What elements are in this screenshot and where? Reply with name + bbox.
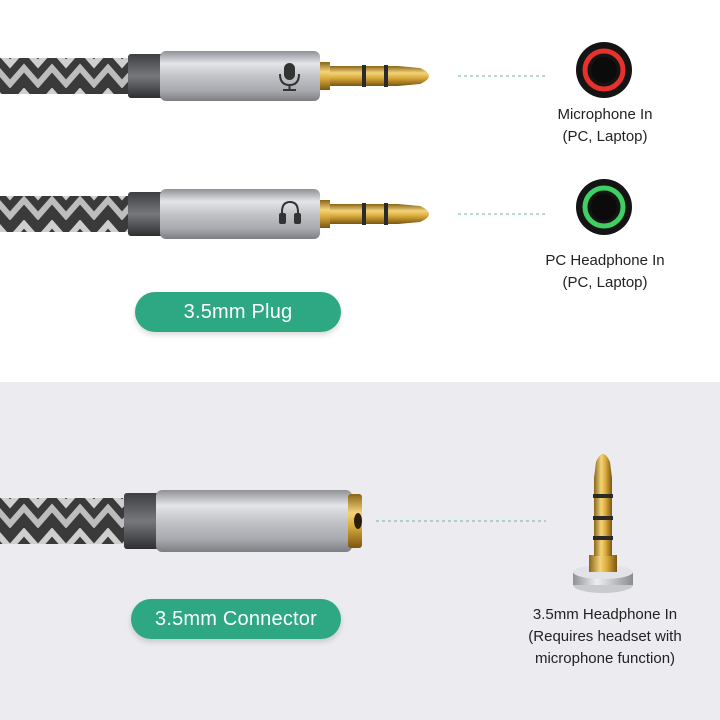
braided-cable: [0, 58, 132, 94]
headphone-in-subtitle: (PC, Laptop): [562, 274, 648, 291]
braided-cable: [0, 196, 132, 232]
connector-description-line2: (Requires headset with: [528, 628, 682, 645]
gold-plug-tip: [398, 204, 429, 224]
plug-housing: [160, 51, 320, 101]
microphone-in-subtitle: (PC, Laptop): [562, 128, 648, 145]
connector-housing: [156, 490, 352, 552]
connector-badge-label: 3.5mm Connector: [155, 607, 317, 630]
plug-housing: [160, 189, 320, 239]
headphone-in-title: PC Headphone In: [545, 252, 665, 269]
microphone-in-label: Microphone In (PC, Laptop): [520, 104, 690, 148]
microphone-in-title: Microphone In: [557, 106, 653, 123]
plug-badge-label: 3.5mm Plug: [183, 300, 293, 323]
braided-cable: [0, 498, 128, 544]
connector-description-line1: 3.5mm Headphone In: [532, 606, 678, 623]
connector-description: 3.5mm Headphone In (Requires headset wit…: [505, 604, 705, 670]
connector-badge: 3.5mm Connector: [131, 599, 341, 639]
headphone-in-label: PC Headphone In (PC, Laptop): [510, 250, 700, 294]
female-connector: [0, 490, 546, 552]
microphone-icon: [279, 63, 300, 91]
plug-badge: 3.5mm Plug: [135, 292, 341, 332]
headphone-plug: [0, 179, 632, 239]
gold-plug-tip: [398, 66, 429, 86]
connector-description-line3: microphone function): [534, 650, 676, 667]
headphone-icon: [279, 200, 301, 224]
trrs-plug-icon: [573, 454, 633, 593]
microphone-plug: [0, 42, 632, 101]
